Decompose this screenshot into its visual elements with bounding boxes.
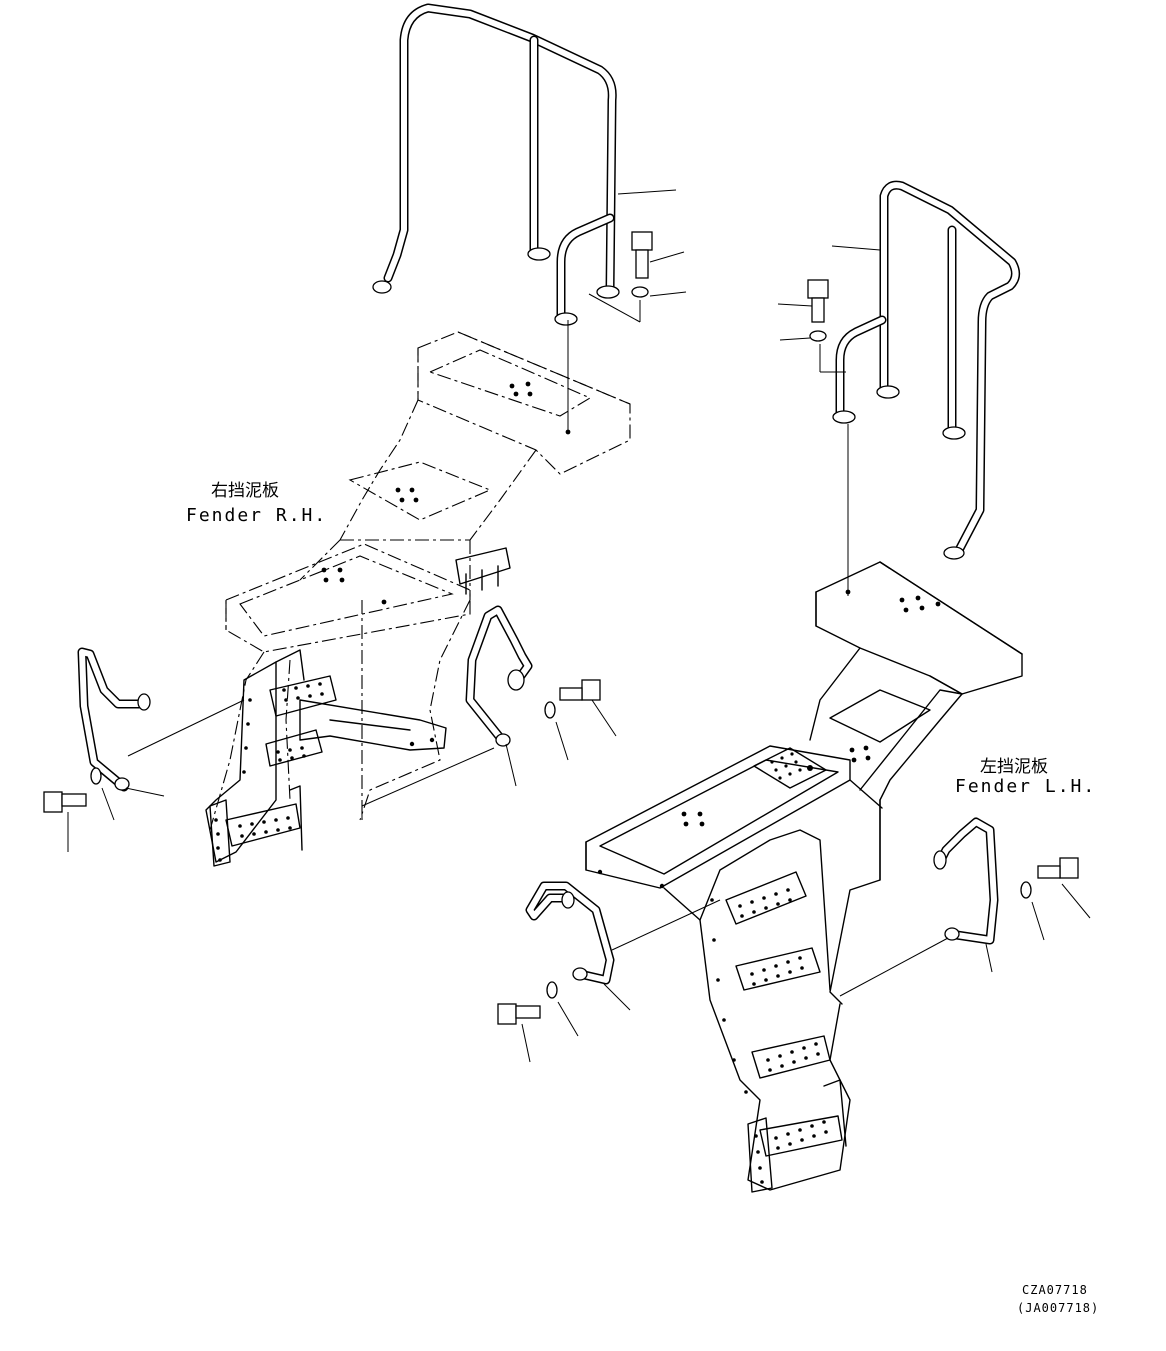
- hardware-rh-left: [43, 767, 115, 852]
- step-ladder-lh: [597, 869, 847, 1193]
- handrail-rh-left: [77, 647, 245, 797]
- step-ladder-rh: [205, 547, 511, 867]
- fender-rh-label-cn: 右挡泥板: [211, 481, 279, 501]
- handrail-lh-right: [839, 817, 999, 997]
- handrail-rh-right: [361, 605, 533, 820]
- fender-rh-body: [209, 331, 631, 831]
- drawing-code-alt: (JA007718): [1017, 1301, 1100, 1315]
- fender-lh-holes: [681, 589, 941, 827]
- handrail-rh-top: [372, 3, 620, 326]
- hardware-rh-top: [567, 189, 687, 430]
- hardware-lh-left: [497, 981, 579, 1063]
- hardware-lh-right: [1020, 857, 1091, 941]
- drawing-code: CZA07718: [1022, 1283, 1088, 1297]
- fender-rh-label-en: Fender R.H.: [186, 505, 328, 526]
- hardware-rh-right: [544, 679, 617, 761]
- fender-lh-body: [585, 561, 1023, 1191]
- fender-rh-holes: [321, 381, 571, 605]
- handrail-lh-left: [525, 881, 721, 1011]
- fender-lh-label-cn: 左挡泥板: [980, 757, 1048, 777]
- hardware-lh-top: [777, 245, 881, 596]
- handrail-lh-top: [832, 180, 1020, 560]
- fender-lh-label-en: Fender L.H.: [955, 776, 1097, 797]
- fender-lh-plate: [753, 747, 827, 789]
